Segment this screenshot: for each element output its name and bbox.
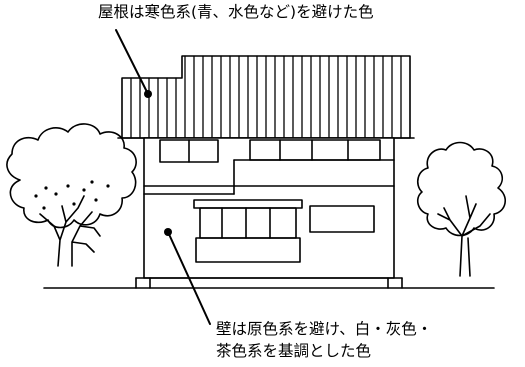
right-tree-canopy <box>416 141 506 237</box>
roof-color-annotation: 屋根は寒色系(青、水色など)を避けた色 <box>98 3 374 21</box>
roof <box>117 55 415 139</box>
roof-leader-line <box>115 29 149 95</box>
balcony-window <box>193 199 303 263</box>
right-window <box>309 205 375 233</box>
right-tree-trunk <box>437 195 491 277</box>
wall-annotation-line-1: 壁は原色系を避け、白・灰色・ <box>216 320 433 338</box>
left-tree-canopy <box>6 123 137 229</box>
wall-color-annotation: 壁は原色系を避け、白・灰色・ 茶色系を基調とした色 <box>216 318 432 362</box>
upper-windows <box>159 139 381 163</box>
left-tree-trunk <box>39 195 101 267</box>
wall-leader-line <box>167 231 211 325</box>
wall-annotation-line-2: 茶色系を基調とした色 <box>216 342 372 360</box>
left-tree-dots <box>34 180 110 210</box>
